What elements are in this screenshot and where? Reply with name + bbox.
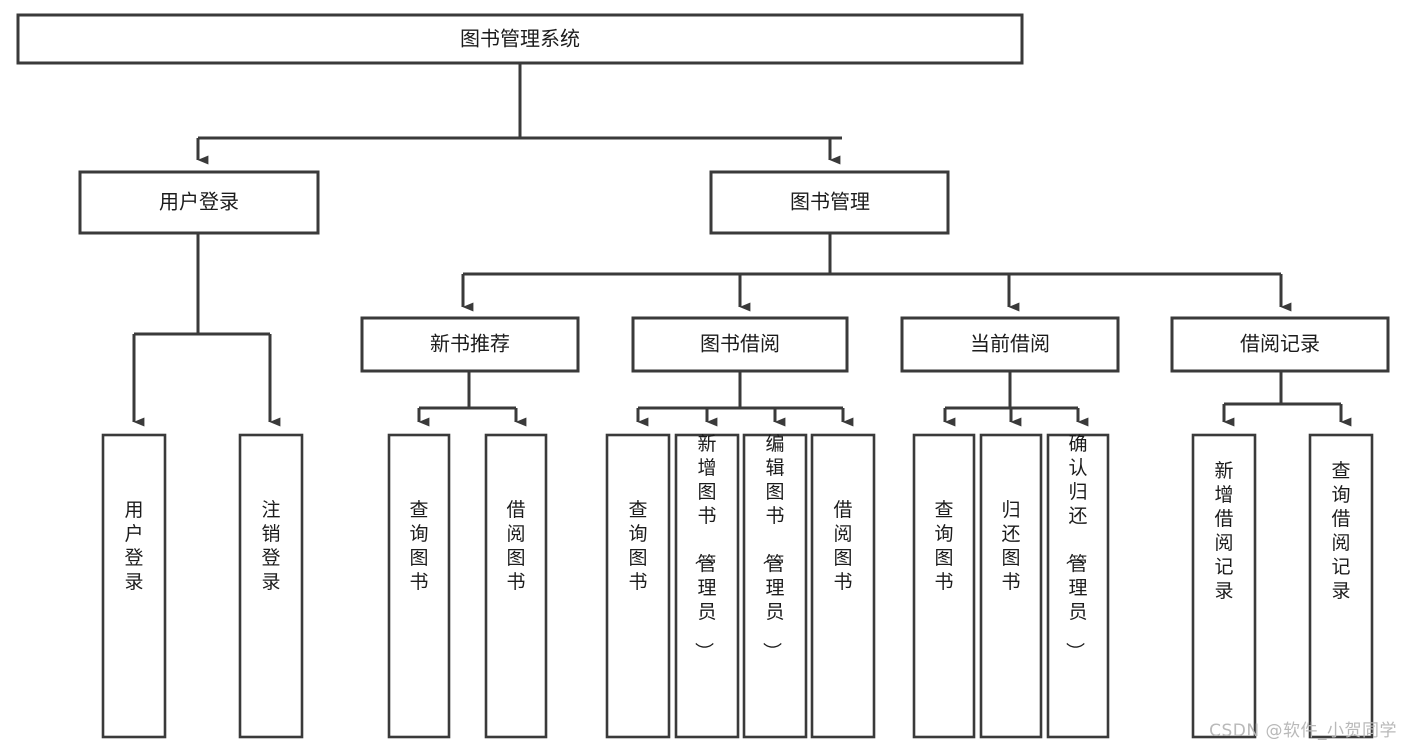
node-book-manage[interactable]: 图书管理: [709, 170, 950, 235]
node-leaf-user-login-label: 用户登录: [124, 499, 143, 593]
node-leaf-borrow-book-2-label: 借阅图书: [833, 499, 852, 593]
node-leaf-query-record[interactable]: 查询借阅记录: [1308, 433, 1374, 739]
node-leaf-query-record-label: 查询借阅记录: [1331, 460, 1350, 602]
node-leaf-add-record[interactable]: 新增借阅记录: [1191, 433, 1257, 739]
node-leaf-query-book-3[interactable]: 查询图书: [912, 433, 976, 739]
node-leaf-user-logout-label: 注销登录: [261, 499, 280, 593]
node-leaf-edit-book[interactable]: 编辑图书（管理员）: [742, 433, 808, 739]
node-leaf-query-book-2-label: 查询图书: [628, 499, 647, 593]
node-leaf-query-book-1[interactable]: 查询图书: [387, 433, 451, 739]
node-leaf-add-book-label: 新增图书（管理员）: [692, 433, 716, 661]
node-root[interactable]: 图书管理系统: [16, 13, 1024, 65]
node-leaf-user-login[interactable]: 用户登录: [101, 433, 167, 739]
edges-layer: [132, 63, 1352, 427]
node-leaf-query-book-1-label: 查询图书: [409, 499, 428, 593]
node-current-borrow[interactable]: 当前借阅: [900, 316, 1120, 373]
node-leaf-add-record-label: 新增借阅记录: [1214, 460, 1233, 602]
node-leaf-user-logout[interactable]: 注销登录: [238, 433, 304, 739]
node-leaf-edit-book-label: 编辑图书（管理员）: [760, 433, 784, 661]
node-user-login-label: 用户登录: [159, 190, 239, 214]
node-borrow-record-label: 借阅记录: [1240, 332, 1320, 356]
node-leaf-add-book[interactable]: 新增图书（管理员）: [674, 433, 740, 739]
node-book-borrow-label: 图书借阅: [700, 332, 780, 356]
node-leaf-query-book-2[interactable]: 查询图书: [605, 433, 671, 739]
node-leaf-return-book-label: 归还图书: [1001, 499, 1020, 593]
node-leaf-return-book[interactable]: 归还图书: [979, 433, 1043, 739]
node-leaf-borrow-book-1-label: 借阅图书: [506, 499, 525, 593]
node-leaf-confirm-return[interactable]: 确认归还（管理员）: [1046, 433, 1110, 739]
node-new-book-rec[interactable]: 新书推荐: [360, 316, 580, 373]
node-borrow-record[interactable]: 借阅记录: [1170, 316, 1390, 373]
node-leaf-query-book-3-label: 查询图书: [934, 499, 953, 593]
node-user-login[interactable]: 用户登录: [78, 170, 320, 235]
node-book-manage-label: 图书管理: [790, 190, 870, 214]
node-leaf-confirm-return-label: 确认归还（管理员）: [1063, 433, 1087, 661]
node-leaf-borrow-book-2[interactable]: 借阅图书: [810, 433, 876, 739]
node-root-label: 图书管理系统: [460, 27, 580, 51]
node-book-borrow[interactable]: 图书借阅: [631, 316, 849, 373]
node-current-borrow-label: 当前借阅: [970, 332, 1050, 356]
node-leaf-borrow-book-1[interactable]: 借阅图书: [484, 433, 548, 739]
node-new-book-rec-label: 新书推荐: [430, 332, 510, 356]
